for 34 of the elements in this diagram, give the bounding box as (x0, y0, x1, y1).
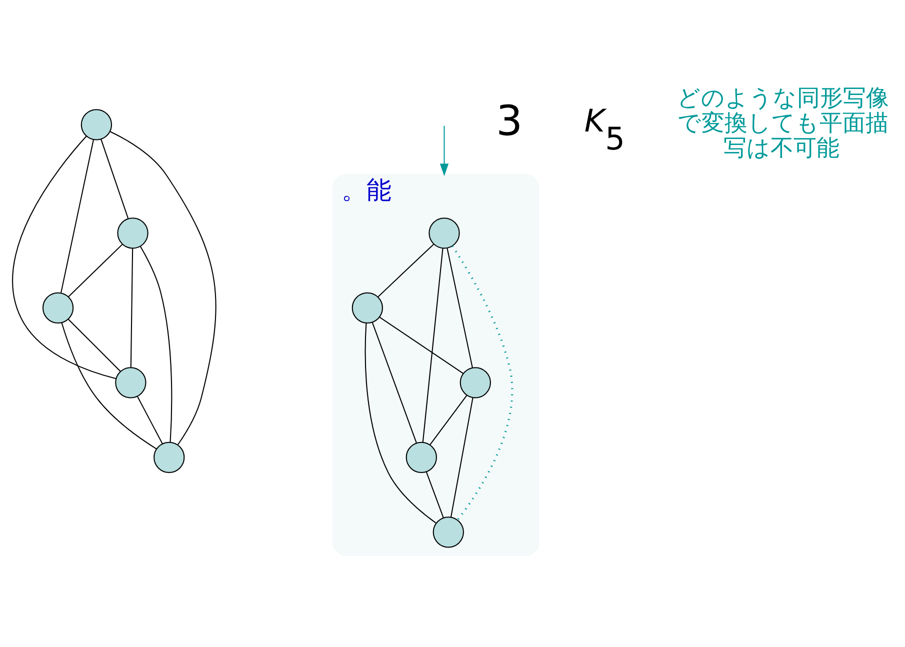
label: どのような同形写像で変換しても平面描写は不可能 (676, 86, 889, 162)
connector (364, 322, 436, 524)
connector (452, 245, 514, 521)
node-circle (117, 218, 148, 249)
connector (426, 472, 444, 518)
connector (130, 248, 134, 368)
node-circle (80, 109, 112, 140)
node-circle (352, 292, 383, 324)
node-circle (432, 516, 464, 548)
connector (450, 398, 474, 518)
label: 3 (496, 96, 523, 146)
node-circle (406, 442, 437, 473)
connector (140, 246, 172, 442)
connector (68, 319, 121, 372)
connector (429, 395, 468, 446)
node-circle (428, 218, 460, 249)
arrow (440, 126, 449, 176)
connector (12, 136, 116, 380)
connector (372, 322, 417, 443)
connector (60, 140, 94, 293)
connector (100, 139, 129, 219)
node-circle (460, 367, 491, 398)
cluster: 。能 (332, 174, 540, 556)
connector (446, 248, 473, 368)
node-circle (42, 292, 74, 324)
node-circle (115, 367, 146, 398)
connector (68, 244, 123, 298)
node-circle (154, 442, 185, 473)
connector (136, 396, 163, 444)
connector (110, 131, 216, 446)
connector (61, 322, 157, 450)
connector (378, 244, 434, 298)
connector (422, 248, 444, 442)
connector (380, 316, 464, 374)
